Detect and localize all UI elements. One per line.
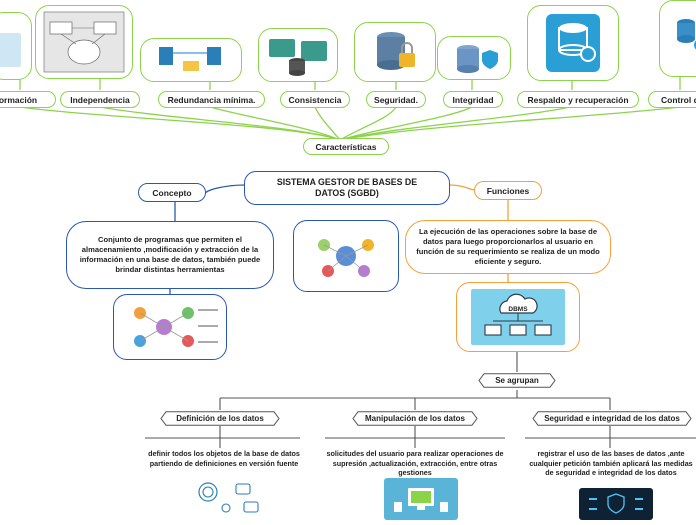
- group-security-label: Seguridad e integridad de los datos: [544, 414, 680, 423]
- dbms-text: DBMS: [508, 306, 528, 313]
- functions-label[interactable]: Funciones: [474, 181, 542, 200]
- monitor-icon: [394, 488, 448, 512]
- image-box-integrity: [437, 36, 511, 80]
- network-people-icon: [134, 307, 218, 347]
- group-manipulation[interactable]: Manipulación de los datos: [352, 411, 478, 426]
- group-manipulation-text: solicitudes del usuario para realizar op…: [326, 449, 504, 478]
- image-box-redundancy: [140, 38, 242, 82]
- group-security[interactable]: Seguridad e integridad de los datos: [532, 411, 692, 426]
- database-shield-icon: [457, 45, 498, 73]
- group-definition-label: Definición de los datos: [176, 414, 264, 423]
- image-box-concept: [113, 294, 227, 360]
- security-image: [579, 488, 653, 520]
- image-box-sgbd: [293, 220, 399, 292]
- folders-database-icon: [269, 39, 327, 76]
- database-backup-icon: [546, 14, 600, 72]
- group-definition[interactable]: Definición de los datos: [160, 411, 280, 426]
- characteristic-integrity[interactable]: Integridad: [443, 91, 503, 108]
- concept-label[interactable]: Concepto: [138, 183, 206, 202]
- sgbd-diagram-icon: [318, 239, 374, 277]
- group-node[interactable]: Se agrupan: [478, 373, 556, 388]
- main-title[interactable]: SISTEMA GESTOR DE BASES DE DATOS (SGBD): [244, 171, 450, 205]
- characteristic-control[interactable]: Control d: [648, 91, 696, 108]
- characteristic-independence[interactable]: Independencia: [60, 91, 140, 108]
- group-security-shape: [532, 411, 692, 426]
- group-definition-shape: [160, 411, 280, 426]
- image-box-security: [354, 22, 436, 82]
- database-network-icon: [677, 19, 696, 50]
- concept-text[interactable]: Conjunto de programas que permiten el al…: [66, 221, 274, 289]
- characteristic-security[interactable]: Seguridad.: [366, 91, 426, 108]
- group-definition-text: definir todos los objetos de la base de …: [148, 449, 300, 468]
- group-node-label: Se agrupan: [495, 376, 539, 385]
- group-manipulation-shape: [352, 411, 478, 426]
- functions-text[interactable]: La ejecución de las operaciones sobre la…: [405, 220, 611, 274]
- group-manipulation-label: Manipulación de los datos: [364, 414, 465, 423]
- group-node-shape: [478, 373, 556, 388]
- monitor-image: [384, 478, 458, 520]
- image-box-dbms: DBMS: [456, 282, 580, 352]
- image-box-backup: [527, 5, 619, 81]
- security-shield-icon: [589, 493, 643, 514]
- dbms-cloud-icon: DBMS: [471, 289, 565, 345]
- image-box-information: [0, 12, 32, 80]
- server-transfer-icon: [159, 47, 221, 71]
- fingerprint-icons: [198, 482, 259, 513]
- characteristic-backup[interactable]: Respaldo y recuperación: [517, 91, 639, 108]
- characteristic-redundancy[interactable]: Redundancia mínima.: [158, 91, 265, 108]
- image-box-control: [659, 0, 696, 77]
- characteristic-consistency[interactable]: Consistencia: [280, 91, 350, 108]
- architecture-diagram-icon: [43, 11, 125, 73]
- database-lock-icon: [377, 32, 415, 70]
- characteristic-information[interactable]: ormación: [0, 91, 56, 108]
- group-security-text: registrar el uso de las bases de datos ,…: [529, 449, 693, 478]
- characteristics-node[interactable]: Características: [303, 138, 389, 155]
- image-box-consistency: [258, 28, 338, 82]
- info-icon: [0, 33, 21, 67]
- image-box-independence: [35, 5, 133, 79]
